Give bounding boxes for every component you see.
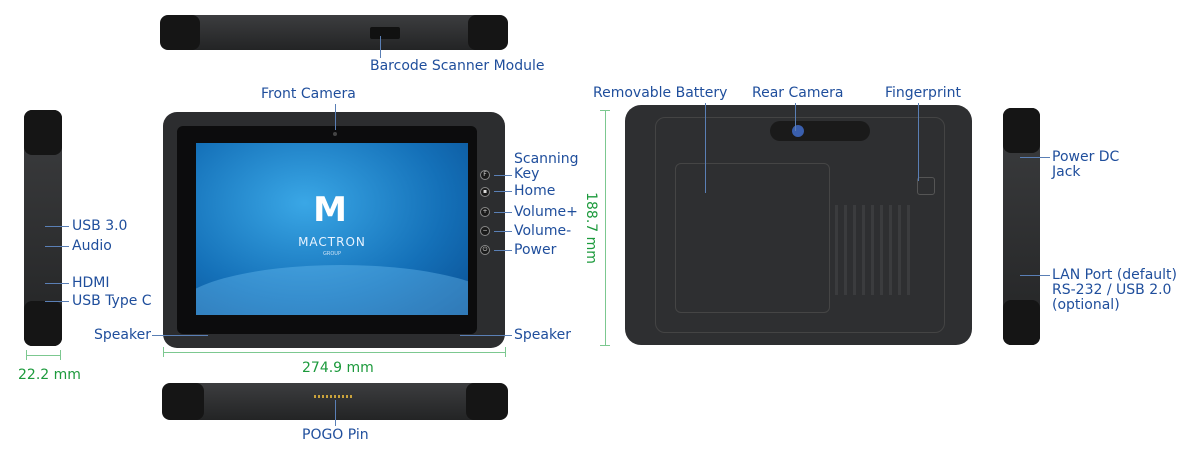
label-removable-battery: Removable Battery — [593, 85, 728, 101]
tablet-left-side-view — [24, 110, 62, 346]
tablet-back-view — [625, 105, 972, 345]
dimension-depth: 22.2 mm — [18, 367, 81, 383]
home-button[interactable]: ▪ — [480, 187, 490, 197]
label-rear-camera: Rear Camera — [752, 85, 844, 101]
label-lan-port: LAN Port (default)RS-232 / USB 2.0(optio… — [1052, 267, 1178, 313]
volume-down-button[interactable]: − — [480, 226, 490, 236]
label-pogo-pin: POGO Pin — [302, 427, 369, 443]
label-barcode-scanner: Barcode Scanner Module — [370, 58, 545, 74]
label-front-camera: Front Camera — [261, 86, 356, 102]
label-usb-type-c: USB Type C — [72, 293, 152, 309]
dimension-width: 274.9 mm — [302, 360, 374, 376]
volume-up-button[interactable]: + — [480, 207, 490, 217]
front-camera-dot — [333, 132, 337, 136]
brand-sub: GROUP — [323, 251, 341, 257]
label-fingerprint: Fingerprint — [885, 85, 961, 101]
dimension-height: 188.7 mm — [582, 192, 599, 264]
screen: M MACTRON GROUP — [196, 143, 468, 315]
scanning-key-button[interactable]: F — [480, 170, 490, 180]
label-hdmi: HDMI — [72, 275, 110, 291]
rear-camera — [770, 121, 870, 141]
tablet-right-side-view — [1003, 108, 1040, 345]
label-speaker-right: Speaker — [514, 327, 571, 343]
back-pattern — [835, 205, 915, 295]
pogo-pin-connector — [314, 395, 354, 398]
label-power: Power — [514, 242, 557, 258]
brand-logo-icon: M — [313, 190, 347, 230]
brand-name: MACTRON — [298, 235, 366, 249]
power-button[interactable]: ⏻ — [480, 245, 490, 255]
label-volume-up: Volume+ — [514, 204, 578, 220]
label-audio: Audio — [72, 238, 112, 254]
removable-battery — [675, 163, 830, 313]
label-usb3: USB 3.0 — [72, 218, 128, 234]
tablet-top-view — [160, 15, 508, 50]
fingerprint-sensor — [917, 177, 935, 195]
label-speaker-left: Speaker — [94, 327, 151, 343]
tablet-front-view: M MACTRON GROUP F ▪ + − ⏻ — [163, 112, 505, 348]
label-home: Home — [514, 183, 556, 199]
label-volume-down: Volume- — [514, 223, 572, 239]
barcode-scanner-window — [370, 27, 400, 39]
